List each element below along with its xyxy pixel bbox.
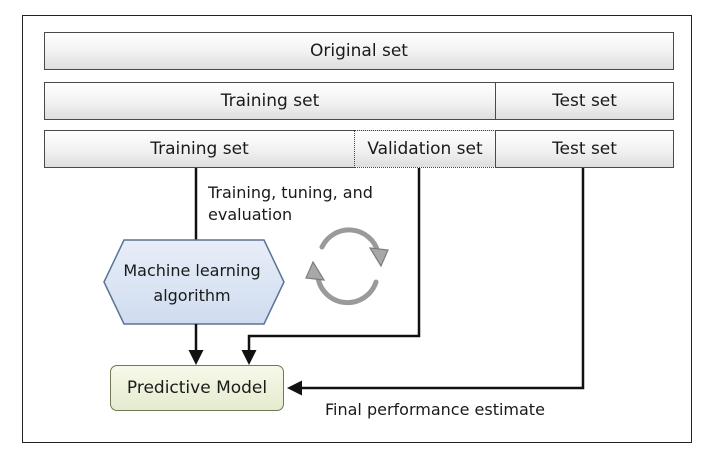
cycle-arrows-icon [305, 227, 389, 306]
algorithm-label-line1: Machine learning [123, 261, 261, 280]
training-subset-label: Training set [150, 139, 249, 159]
process-label-line1: Training, tuning, and [208, 183, 373, 202]
algorithm-hexagon [103, 239, 285, 325]
test-set-bar: Test set [495, 82, 674, 120]
test-to-model-arrow [287, 168, 585, 396]
predictive-model-box: Predictive Model [110, 365, 284, 411]
validation-set-bar: Validation set [354, 130, 496, 168]
training-set-bar: Training set [44, 82, 496, 120]
validation-set-label: Validation set [367, 139, 483, 159]
algorithm-label-line2: algorithm [153, 286, 231, 305]
original-set-bar: Original set [44, 32, 674, 70]
predictive-model-label: Predictive Model [126, 378, 268, 398]
original-set-label: Original set [310, 41, 408, 61]
test-set-bar-2: Test set [495, 130, 674, 168]
final-performance-label: Final performance estimate [325, 400, 545, 419]
training-set-label: Training set [220, 91, 320, 111]
validation-to-model-arrow [241, 168, 421, 365]
test-set-label-2: Test set [552, 139, 617, 159]
training-subset-bar: Training set [44, 130, 355, 168]
algorithm-label: Machine learning algorithm [104, 258, 280, 308]
process-label-line2: evaluation [208, 205, 293, 224]
test-set-label: Test set [552, 91, 617, 111]
process-label: Training, tuning, and evaluation [208, 182, 408, 226]
